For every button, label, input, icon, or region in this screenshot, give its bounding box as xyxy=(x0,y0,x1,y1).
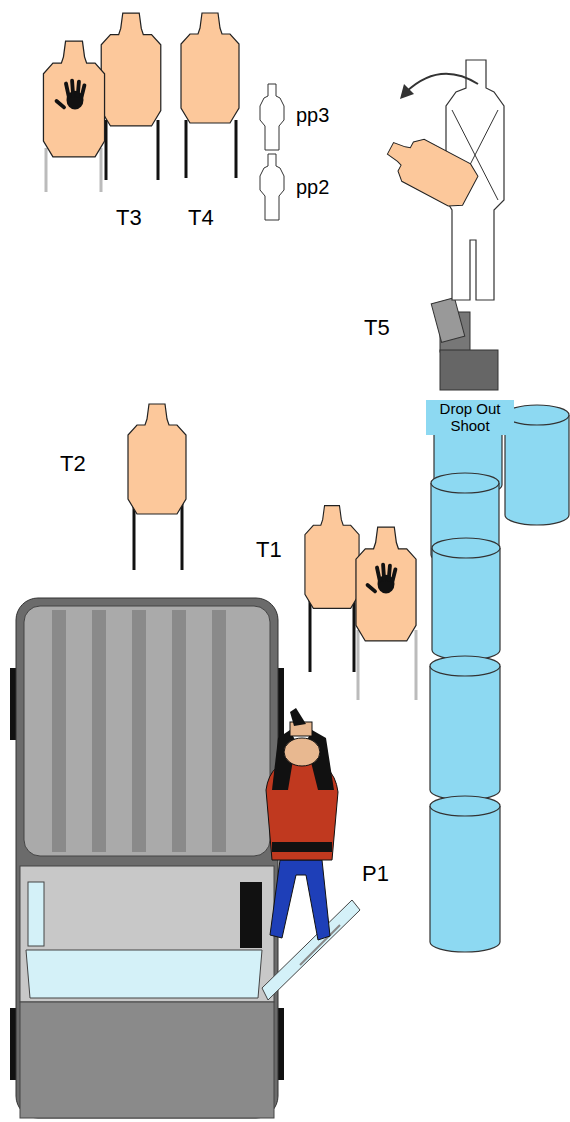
target-t2 xyxy=(128,404,186,570)
shooter-figure xyxy=(266,708,338,940)
position-label: P1 xyxy=(362,862,389,886)
target-label: T4 xyxy=(188,206,214,230)
popper-label: pp3 xyxy=(296,104,329,126)
target-label: T3 xyxy=(116,206,142,230)
position-note: Drop Out Shoot xyxy=(426,400,514,435)
target-t4 xyxy=(181,13,239,178)
target-t3 xyxy=(43,13,160,192)
popper-pair xyxy=(260,84,284,220)
target-t1 xyxy=(305,506,416,700)
swinger-t5 xyxy=(379,60,504,390)
target-label: T5 xyxy=(364,316,390,340)
barrel-wall xyxy=(430,405,569,952)
target-label: T2 xyxy=(60,452,86,476)
pickup-truck xyxy=(10,598,360,1118)
target-label: T1 xyxy=(256,538,282,562)
popper-label: pp2 xyxy=(296,176,329,198)
